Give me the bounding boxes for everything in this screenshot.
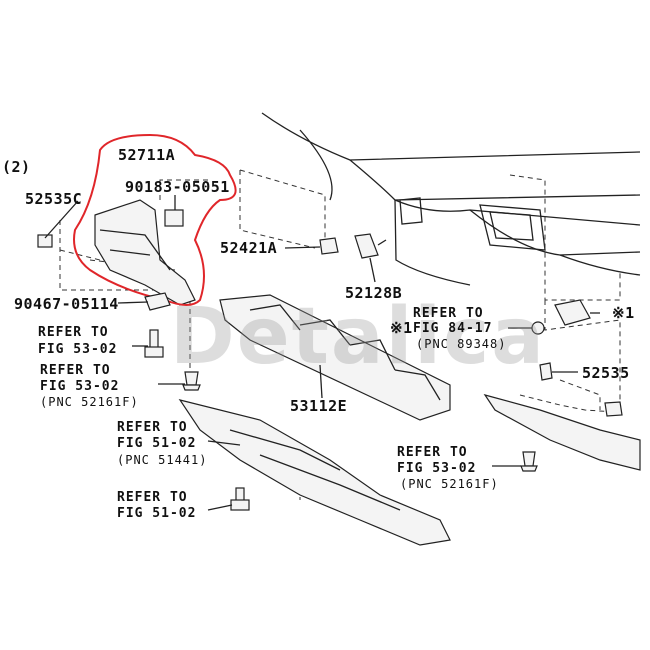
ref3-line2: FIG 51-02: [117, 436, 197, 451]
part-number-52711A: 52711A: [118, 146, 176, 164]
ref5-line1: REFER TO: [413, 306, 484, 321]
lower-bumper-strip-right: [483, 393, 641, 471]
section-marker: (2): [2, 158, 31, 176]
bracket-52711A: [94, 199, 196, 306]
part-number-52535: 52535: [582, 364, 630, 382]
mark-left: ※1: [390, 319, 413, 337]
bolt-lower: [230, 487, 250, 511]
leader-lines: [44, 195, 600, 511]
ref2-pnc: (PNC 52161F): [40, 395, 139, 409]
clip-52535C: [37, 234, 53, 248]
part-number-90183: 90183-05051: [125, 178, 230, 196]
ref5-pnc: (PNC 89348): [416, 337, 507, 351]
red-highlight-circle: [73, 133, 237, 306]
part-number-52535C: 52535C: [25, 190, 83, 208]
push-clip-left: [182, 371, 201, 391]
absorber-53112E: [219, 294, 451, 421]
ref3-line1: REFER TO: [117, 420, 188, 435]
ref6-line2: FIG 53-02: [397, 461, 477, 476]
mark-right: ※1: [612, 304, 635, 322]
part-number-52421A: 52421A: [220, 239, 278, 257]
ref5-line2: FIG 84-17: [413, 321, 493, 336]
cap-52128B: [354, 233, 387, 259]
bumper-body-outline: [261, 112, 641, 286]
ref6-pnc: (PNC 52161F): [400, 477, 499, 491]
part-number-53112E: 53112E: [290, 397, 348, 415]
sensor-bracket: [554, 299, 591, 326]
nut-90467: [144, 292, 171, 311]
ref1-line2: FIG 53-02: [38, 342, 118, 357]
clip-52535: [539, 362, 553, 381]
ref4-line2: FIG 51-02: [117, 506, 197, 521]
clip-right-lower: [604, 401, 623, 417]
part-number-90467: 90467-05114: [14, 295, 119, 313]
under-cover-panel: [178, 399, 451, 546]
ref3-pnc: (PNC 51441): [117, 453, 208, 467]
clip-90183: [164, 209, 184, 227]
ref2-line1: REFER TO: [40, 363, 111, 378]
watermark: Detalica: [170, 292, 546, 382]
bolt-upper-left: [144, 329, 164, 358]
ref6-line1: REFER TO: [397, 445, 468, 460]
push-clip-right: [520, 451, 538, 472]
ref4-line1: REFER TO: [117, 490, 188, 505]
cover-52421A: [319, 237, 339, 255]
ref1-line1: REFER TO: [38, 325, 109, 340]
part-number-52128B: 52128B: [345, 284, 403, 302]
ref2-line2: FIG 53-02: [40, 379, 120, 394]
